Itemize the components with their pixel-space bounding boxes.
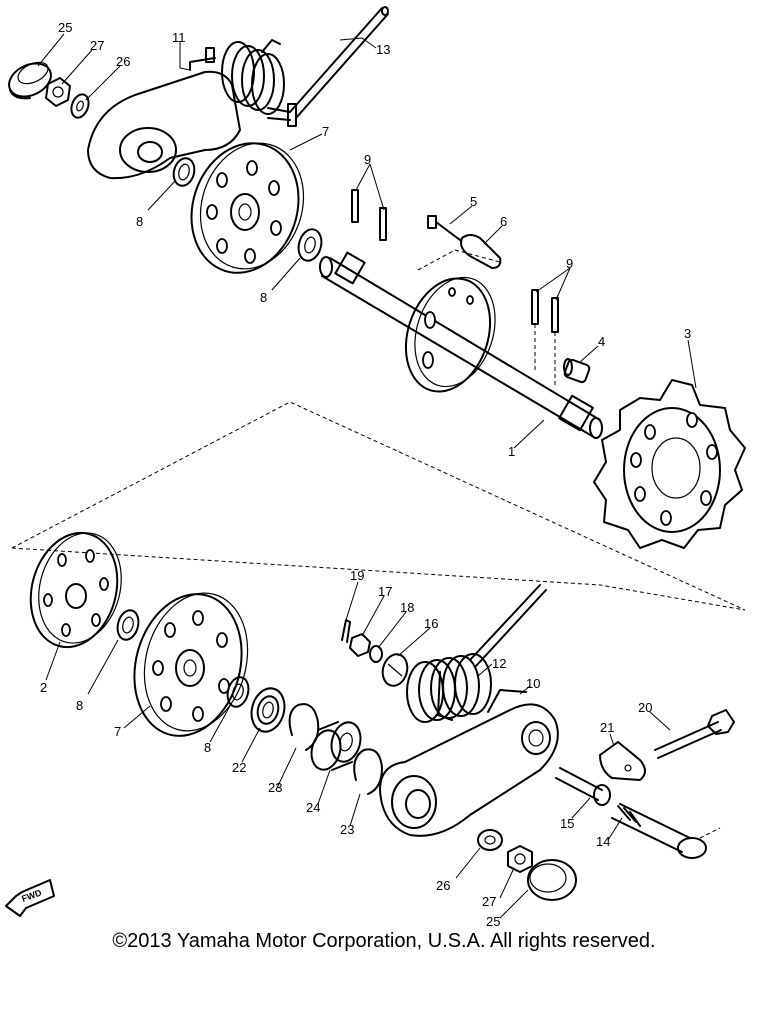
label-16: 16 <box>424 616 438 631</box>
label-15: 15 <box>560 816 574 831</box>
nut-17 <box>349 633 371 657</box>
suspension-arm-11 <box>87 39 297 180</box>
tab-21 <box>599 741 646 781</box>
copyright-notice: ©2013 Yamaha Motor Corporation, U.S.A. A… <box>112 930 656 952</box>
label-22: 22 <box>232 760 246 775</box>
bolt-20 <box>654 709 735 759</box>
label-11: 11 <box>172 30 186 45</box>
suspension-arm-10 <box>379 689 559 837</box>
bolt-5 <box>427 215 461 241</box>
label-20: 20 <box>638 700 652 715</box>
cotter-pin-19 <box>341 619 351 643</box>
label-8-lower-left: 8 <box>76 698 83 713</box>
label-25-lower: 25 <box>486 914 500 929</box>
sleeve-4 <box>563 358 591 384</box>
label-9-right: 9 <box>566 256 573 271</box>
label-23-right: 23 <box>340 822 354 837</box>
label-9-upper: 9 <box>364 152 371 167</box>
washer-26-upper <box>70 93 90 119</box>
spacer-24 <box>310 721 362 771</box>
label-2: 2 <box>40 680 47 695</box>
sprocket-3 <box>593 379 746 549</box>
nut-27-lower <box>507 845 533 873</box>
label-25-upper: 25 <box>58 20 72 35</box>
washer-18 <box>369 645 383 663</box>
label-27-lower: 27 <box>482 894 496 909</box>
cap-25-lower <box>527 859 577 901</box>
washer-26-lower <box>477 829 503 851</box>
hub-plate-2 <box>29 531 122 649</box>
label-13: 13 <box>376 42 390 57</box>
washer-8b <box>297 228 323 262</box>
label-1: 1 <box>508 444 515 459</box>
part-labels: 25 27 26 11 13 7 8 9 5 6 8 9 4 3 1 2 8 7… <box>40 20 691 929</box>
label-18: 18 <box>400 600 414 615</box>
plate-6 <box>460 234 502 269</box>
label-17: 17 <box>378 584 392 599</box>
upper-assembly-boundary <box>11 249 746 611</box>
hub-flange <box>404 276 496 393</box>
rod-13 <box>289 6 389 119</box>
label-21: 21 <box>600 720 614 735</box>
cap-25-upper <box>8 61 52 100</box>
label-23-left: 23 <box>268 780 282 795</box>
label-10: 10 <box>526 676 540 691</box>
bearing-22 <box>250 687 286 733</box>
label-7-upper: 7 <box>322 124 329 139</box>
washer-8a <box>172 157 196 187</box>
label-14: 14 <box>596 834 610 849</box>
label-3: 3 <box>684 326 691 341</box>
label-24: 24 <box>306 800 320 815</box>
forward-arrow-icon: FWD <box>5 879 55 917</box>
label-5: 5 <box>470 194 477 209</box>
label-26-upper: 26 <box>116 54 130 69</box>
label-6: 6 <box>500 214 507 229</box>
nut-27-upper <box>45 77 71 107</box>
label-8-upper-left: 8 <box>136 214 143 229</box>
shaft-14 <box>611 803 721 859</box>
label-19: 19 <box>350 568 364 583</box>
washer-8c <box>116 609 140 641</box>
circlip-23b <box>353 748 383 795</box>
label-26-lower: 26 <box>436 878 450 893</box>
label-8-lower-mid: 8 <box>204 740 211 755</box>
pins-9-upper <box>351 189 387 241</box>
spring-12 <box>406 584 547 723</box>
washer-8d <box>226 676 250 708</box>
axle-shaft-1 <box>319 251 603 439</box>
washer-16 <box>381 653 409 687</box>
wheel-7-lower <box>133 592 249 737</box>
wheel-7-upper <box>190 142 305 274</box>
label-27-upper: 27 <box>90 38 104 53</box>
leader-lines <box>37 33 697 919</box>
label-12: 12 <box>492 656 506 671</box>
pins-9-right <box>531 289 559 388</box>
label-7-lower: 7 <box>114 724 121 739</box>
label-4: 4 <box>598 334 605 349</box>
label-8-upper-mid: 8 <box>260 290 267 305</box>
bushing-15 <box>555 767 611 806</box>
